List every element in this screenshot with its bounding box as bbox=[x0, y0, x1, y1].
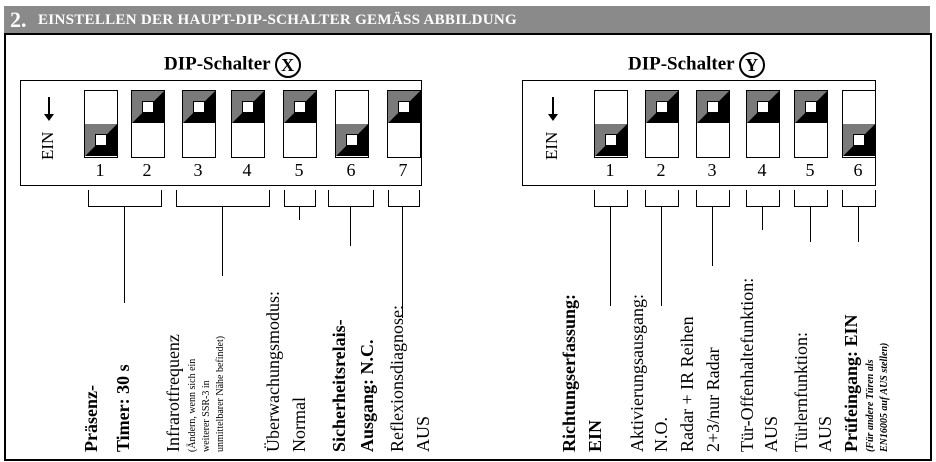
dip-y-number-5: 5 bbox=[805, 160, 815, 180]
label-richtung-line1: Richtungserfassung: bbox=[559, 293, 579, 452]
label-ueberwachung-value: Normal bbox=[289, 397, 309, 452]
dip-x-number-5: 5 bbox=[294, 160, 304, 180]
leader-x-6 bbox=[350, 206, 351, 246]
dip-x-number-1: 1 bbox=[95, 160, 105, 180]
dip-y-number-3: 3 bbox=[707, 160, 717, 180]
panel-y-ein-label: EIN bbox=[542, 131, 561, 160]
label-radar-line1: Radar + IR Reihen bbox=[677, 316, 697, 452]
dip-x-number-4: 4 bbox=[242, 160, 252, 180]
dip-y-number-4: 4 bbox=[757, 160, 767, 180]
panel-y-title-text: DIP-Schalter bbox=[628, 53, 735, 75]
dip-block-x bbox=[20, 80, 422, 186]
leader-y-1 bbox=[610, 206, 611, 306]
dip-x-switch-1[interactable] bbox=[84, 90, 118, 158]
section-header: 2. EINSTELLEN DER HAUPT-DIP-SCHALTER GEM… bbox=[4, 6, 930, 33]
label-infrarot-note-1: (Ändern, wenn sich ein bbox=[187, 358, 198, 452]
bracket-x-1-2 bbox=[88, 190, 162, 207]
label-pruef: Prüfeingang: EIN bbox=[841, 314, 861, 452]
label-infrarot-note-3: unmittelbarer Nähe befindet) bbox=[215, 335, 226, 452]
dip-y-switch-1[interactable] bbox=[594, 90, 628, 158]
dip-y-number-1: 1 bbox=[605, 160, 615, 180]
dip-y-switch-3[interactable] bbox=[696, 90, 730, 158]
bracket-y-6 bbox=[842, 190, 876, 207]
label-pruef-note-2: EN16005 auf AUS stellen) bbox=[879, 342, 890, 452]
dip-x-number-3: 3 bbox=[193, 160, 203, 180]
dip-x-number-6: 6 bbox=[346, 160, 356, 180]
label-ueberwachung: Überwachungsmodus: bbox=[263, 291, 283, 452]
label-pruef-note-1: (Für andere Türen als bbox=[865, 359, 876, 452]
dip-x-switch-2[interactable] bbox=[131, 90, 165, 158]
dip-y-number-6: 6 bbox=[853, 160, 863, 180]
dip-x-switch-4[interactable] bbox=[231, 90, 265, 158]
leader-y-2 bbox=[661, 206, 662, 306]
label-reflexion-value: AUS bbox=[413, 415, 433, 452]
dip-x-switch-3[interactable] bbox=[182, 90, 216, 158]
label-tuerlern-value: AUS bbox=[815, 415, 835, 452]
dip-y-switch-4[interactable] bbox=[746, 90, 780, 158]
label-praesenz-line1: Präsenz- bbox=[81, 385, 101, 452]
dip-x-number-7: 7 bbox=[398, 160, 408, 180]
label-infrarot: Infrarotfrequenz bbox=[163, 334, 183, 452]
label-richtung-line2: EIN bbox=[585, 419, 605, 452]
label-tuerlern: Türlernfunktion: bbox=[791, 332, 811, 452]
label-infrarot-note-2: weiterer SSR-3 in bbox=[201, 380, 212, 452]
panel-y-id-badge: Y bbox=[738, 52, 765, 78]
label-tuer-offen-value: AUS bbox=[761, 415, 781, 452]
bracket-y-1 bbox=[594, 190, 628, 207]
label-tuer-offen: Tür-Offenhaltefunktion: bbox=[737, 277, 757, 452]
panel-x-id-badge: X bbox=[274, 52, 301, 78]
down-arrow-icon bbox=[44, 97, 54, 121]
bracket-x-7 bbox=[388, 190, 420, 207]
dip-x-switch-6[interactable] bbox=[335, 90, 369, 158]
leader-x-5 bbox=[299, 206, 300, 220]
leader-x-1-2 bbox=[124, 206, 125, 303]
bracket-y-4 bbox=[746, 190, 780, 207]
bracket-y-3 bbox=[696, 190, 730, 207]
leader-y-6 bbox=[858, 206, 859, 242]
dip-y-switch-2[interactable] bbox=[645, 90, 679, 158]
bracket-x-5 bbox=[284, 190, 316, 207]
dip-x-switch-7[interactable] bbox=[387, 90, 421, 158]
leader-x-7 bbox=[402, 206, 403, 318]
dip-y-switch-5[interactable] bbox=[794, 90, 828, 158]
label-praesenz-line2: Timer: 30 s bbox=[113, 364, 133, 452]
section-number: 2. bbox=[10, 7, 27, 32]
bracket-x-6 bbox=[328, 190, 374, 207]
label-aktivierung: Aktivierungsausgang: bbox=[627, 294, 647, 452]
content-frame bbox=[4, 33, 932, 461]
label-aktivierung-value: N.O. bbox=[651, 417, 671, 452]
label-radar-line2: 2+3/nur Radar bbox=[703, 347, 723, 452]
panel-x-ein-label: EIN bbox=[38, 131, 57, 160]
down-arrow-icon bbox=[548, 97, 558, 121]
section-title: EINSTELLEN DER HAUPT-DIP-SCHALTER GEMÄSS… bbox=[38, 12, 518, 28]
label-sicherheit-line1: Sicherheitsrelais- bbox=[329, 319, 349, 452]
dip-x-switch-5[interactable] bbox=[283, 90, 317, 158]
dip-y-number-2: 2 bbox=[656, 160, 666, 180]
dip-x-number-2: 2 bbox=[142, 160, 152, 180]
bracket-y-5 bbox=[794, 190, 828, 207]
bracket-y-2 bbox=[645, 190, 679, 207]
leader-x-3-4 bbox=[222, 206, 223, 276]
label-sicherheit-line2: Ausgang: N.C. bbox=[357, 339, 377, 452]
leader-y-3 bbox=[712, 206, 713, 266]
bracket-x-3-4 bbox=[176, 190, 270, 207]
dip-y-switch-6[interactable] bbox=[842, 90, 876, 158]
panel-x-title-text: DIP-Schalter bbox=[164, 53, 271, 75]
leader-y-4 bbox=[762, 206, 763, 230]
leader-y-5 bbox=[810, 206, 811, 242]
label-reflexion: Reflexionsdiagnose: bbox=[387, 305, 407, 452]
